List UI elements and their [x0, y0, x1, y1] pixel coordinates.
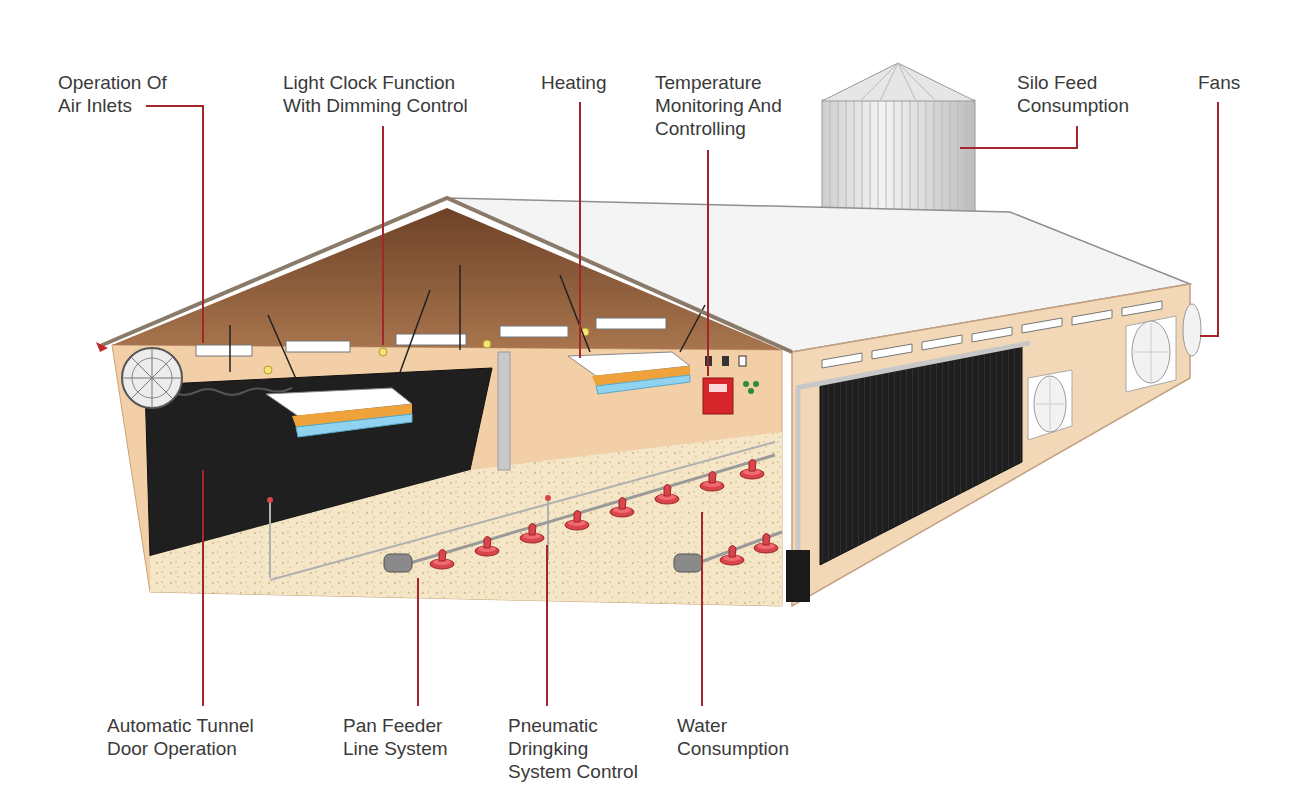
- motor: [384, 554, 412, 572]
- water-pipe: [796, 388, 801, 552]
- callout-label: Silo Feed Consumption: [1017, 71, 1147, 117]
- fan-spokes: [122, 348, 182, 408]
- sensor: [722, 356, 729, 366]
- side-wall: [792, 284, 1190, 606]
- roof-tip-mark: [96, 342, 108, 352]
- controller: [703, 356, 759, 414]
- fan: [1132, 321, 1170, 383]
- leader-line: [707, 150, 709, 376]
- sensor: [739, 356, 746, 366]
- air-inlet: [596, 318, 666, 329]
- feed-tube: [498, 352, 510, 470]
- fan: [1183, 304, 1201, 356]
- control-box: [703, 378, 733, 414]
- control-screen: [709, 384, 727, 392]
- callout-label: Water Consumption: [677, 714, 807, 760]
- drinker-regulator: [267, 497, 273, 503]
- fan-ring: [122, 348, 182, 408]
- leader-line: [579, 102, 581, 358]
- drinker-hanger: [269, 500, 271, 578]
- indicator: [748, 388, 754, 394]
- leader-line: [701, 512, 703, 706]
- callout-label: Fans: [1198, 71, 1268, 94]
- drinker-line: [270, 442, 775, 580]
- pan: [565, 511, 589, 531]
- floor-litter: [150, 432, 782, 606]
- interior-air-inlets: [196, 318, 666, 356]
- pan: [655, 485, 679, 505]
- fan-housing: [1028, 370, 1072, 440]
- callout-label: Operation Of Air Inlets: [58, 71, 183, 117]
- silo-cone-lines: [860, 63, 936, 101]
- leader-line: [960, 126, 1077, 148]
- water-pipe: [796, 343, 1030, 388]
- heater: [568, 352, 690, 394]
- callout-label: Automatic Tunnel Door Operation: [107, 714, 277, 760]
- fan: [1034, 376, 1066, 432]
- air-inlet: [922, 335, 962, 350]
- air-inlet: [972, 327, 1012, 342]
- callout-label: Pneumatic Dringking System Control: [508, 714, 648, 784]
- fan-housing: [1126, 316, 1176, 392]
- motor: [674, 554, 702, 572]
- feeder-line: [690, 532, 782, 566]
- pan: [700, 472, 724, 492]
- silo-ribs: [830, 100, 966, 220]
- heater-band: [596, 375, 690, 394]
- pan: [475, 537, 499, 557]
- interior-walls: [112, 345, 782, 606]
- air-inlet: [822, 353, 862, 368]
- indicator: [753, 381, 759, 387]
- ceiling-lights: [264, 328, 589, 374]
- air-inlet: [196, 345, 252, 356]
- leader-line: [382, 126, 384, 345]
- silo-body: [822, 100, 975, 220]
- light-bulb: [483, 340, 491, 348]
- fan-grill: [1036, 378, 1064, 430]
- callout-label: Temperature Monitoring And Controlling: [655, 71, 805, 141]
- silo-cone: [822, 63, 975, 101]
- leader-line: [546, 545, 548, 706]
- pan: [720, 546, 744, 566]
- pan: [754, 534, 778, 554]
- pan: [740, 460, 764, 480]
- air-inlet: [1072, 310, 1112, 325]
- air-inlet: [286, 341, 350, 352]
- air-inlet: [396, 334, 466, 345]
- heater: [266, 388, 412, 437]
- leader-line: [1200, 102, 1218, 336]
- drinker-regulator: [545, 495, 551, 501]
- leader-line: [202, 470, 204, 706]
- pump-box: [786, 550, 810, 602]
- feeder-motors: [384, 554, 702, 572]
- air-inlet: [1022, 318, 1062, 333]
- air-inlet: [872, 344, 912, 359]
- leader-line: [417, 578, 419, 706]
- leader-line: [146, 106, 203, 343]
- feeder-line: [400, 455, 775, 566]
- pan: [610, 498, 634, 518]
- callout-label: Heating: [541, 71, 641, 94]
- light-bulb: [379, 348, 387, 356]
- light-bulb: [264, 366, 272, 374]
- air-inlet: [1122, 301, 1162, 316]
- silo: [822, 63, 975, 220]
- fan-grill: [1134, 323, 1168, 381]
- callout-label: Pan Feeder Line System: [343, 714, 468, 760]
- air-inlet: [500, 326, 568, 337]
- callout-label: Light Clock Function With Dimming Contro…: [283, 71, 483, 117]
- pan: [430, 550, 454, 570]
- interior-fan: [122, 348, 182, 408]
- heater-band: [296, 414, 412, 437]
- leader-lines: [146, 102, 1218, 706]
- ceiling: [112, 208, 782, 350]
- feeder-pans: [430, 460, 778, 570]
- indicator: [743, 381, 749, 387]
- pan: [520, 524, 544, 544]
- side-fans: [1028, 304, 1201, 440]
